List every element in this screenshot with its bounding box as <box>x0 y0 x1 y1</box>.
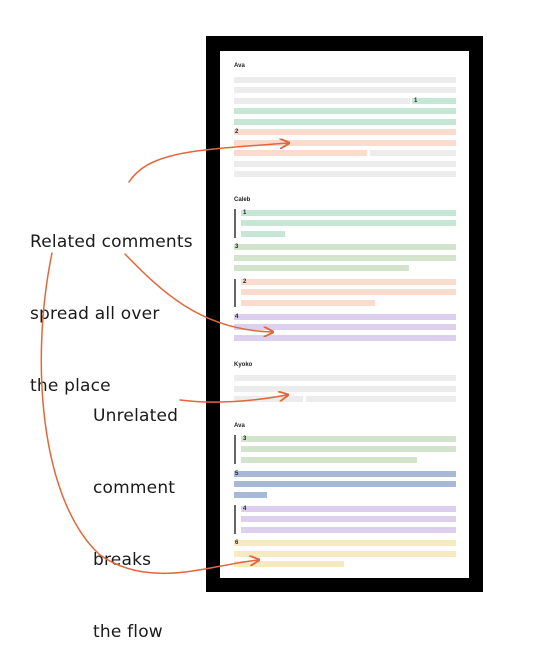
comment-5-line <box>234 492 267 498</box>
comment-4-line <box>234 335 456 341</box>
annotation-line: breaks <box>93 550 152 570</box>
annotation-line: comment <box>93 478 176 498</box>
comment-number: 2 <box>235 129 239 135</box>
comment-2-line <box>241 279 456 285</box>
device-frame: Ava 1 2 Caleb 1 3 2 4 Kyok <box>206 36 483 592</box>
chat-screen: Ava 1 2 Caleb 1 3 2 4 Kyok <box>220 51 469 578</box>
annotation-related: Related comments spread all over the pla… <box>30 182 193 422</box>
comment-number: 2 <box>243 279 247 285</box>
arrow-to-comment-4 <box>124 253 272 332</box>
comment-number: 3 <box>243 436 247 442</box>
comment-5-line <box>234 481 456 487</box>
comment-1-line <box>234 108 456 114</box>
comment-1-line <box>412 98 456 104</box>
comment-number: 4 <box>235 314 239 320</box>
message-line-gray <box>234 386 456 392</box>
comment-3-line <box>241 436 456 442</box>
comment-1-line <box>241 220 456 226</box>
message-line-gray <box>234 87 456 93</box>
comment-number: 5 <box>235 471 239 477</box>
comment-3-line <box>241 446 456 452</box>
arrow-to-comment-6 <box>40 252 258 574</box>
comment-number: 4 <box>243 506 247 512</box>
message-line-gray <box>306 396 456 402</box>
message-line-gray <box>234 77 456 83</box>
comment-4-line <box>234 314 456 320</box>
message-line-gray <box>234 161 456 167</box>
comment-number: 1 <box>243 210 247 216</box>
annotation-line: spread all over <box>30 304 160 324</box>
reply-indicator <box>234 435 236 464</box>
comment-number: 3 <box>235 244 239 250</box>
comment-2-line <box>234 150 367 156</box>
annotation-line: Unrelated <box>93 406 179 426</box>
comment-3-line <box>234 255 456 261</box>
arrow-to-unrelated <box>179 395 287 403</box>
comment-1-line <box>241 231 285 237</box>
comment-2-line <box>234 129 456 135</box>
comment-number: 6 <box>235 540 239 546</box>
comment-3-line <box>234 244 456 250</box>
comment-3-line <box>234 265 409 271</box>
annotation-arrows <box>40 0 533 574</box>
author-name: Caleb <box>234 197 251 203</box>
comment-1-line <box>241 210 456 216</box>
comment-3-line <box>241 457 417 463</box>
comment-2-line <box>241 289 456 295</box>
annotation-line: the place <box>30 376 111 396</box>
comment-4-line <box>241 527 456 533</box>
message-line-gray <box>234 98 410 104</box>
comment-6-line <box>234 540 456 546</box>
comment-1-line <box>234 119 456 125</box>
comment-2-line <box>234 140 456 146</box>
comment-5-line <box>234 471 456 477</box>
comment-4-line <box>241 506 456 512</box>
author-name: Ava <box>234 63 245 69</box>
message-line-gray <box>234 396 303 402</box>
author-name: Kyoko <box>234 362 253 368</box>
comment-4-line <box>241 516 456 522</box>
author-name: Ava <box>234 423 245 429</box>
comment-4-line <box>234 324 456 330</box>
reply-indicator <box>234 505 236 534</box>
message-line-gray <box>370 150 456 156</box>
annotation-line: Related comments <box>30 232 193 252</box>
comment-2-line <box>241 300 375 306</box>
message-line-gray <box>234 375 456 381</box>
comment-6-line <box>234 551 456 557</box>
comment-6-line <box>234 561 344 567</box>
comment-number: 1 <box>414 98 418 104</box>
reply-indicator <box>234 209 236 238</box>
reply-indicator <box>234 279 236 307</box>
message-line-gray <box>234 171 456 177</box>
arrow-to-comment-2 <box>128 143 288 183</box>
